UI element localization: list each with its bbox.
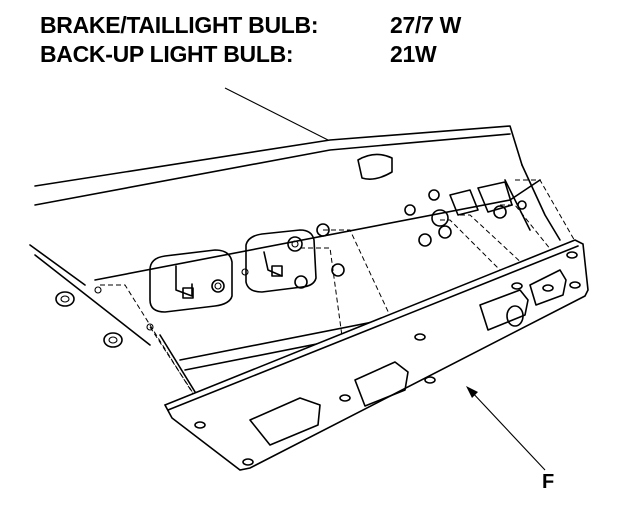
brake-taillight-bulb-label: BRAKE/TAILLIGHT BULB: xyxy=(40,12,318,38)
center-socket-housing xyxy=(245,229,317,293)
lock-recess xyxy=(357,153,393,180)
leader-line xyxy=(224,87,329,141)
right-socket-housing xyxy=(431,181,513,239)
mounting-studs xyxy=(94,189,527,331)
rear-panel-f xyxy=(163,239,589,471)
brake-taillight-bulb-value: 27/7 W xyxy=(390,12,462,38)
arrow-head-icon xyxy=(466,386,478,398)
loose-nuts xyxy=(55,291,123,348)
callout-f: F xyxy=(466,386,554,493)
left-socket-housing xyxy=(149,249,233,313)
callout-f-label: F xyxy=(542,471,554,493)
backup-light-bulb-value: 21W xyxy=(390,41,437,67)
backup-light-bulb-label: BACK-UP LIGHT BULB: xyxy=(40,41,293,67)
